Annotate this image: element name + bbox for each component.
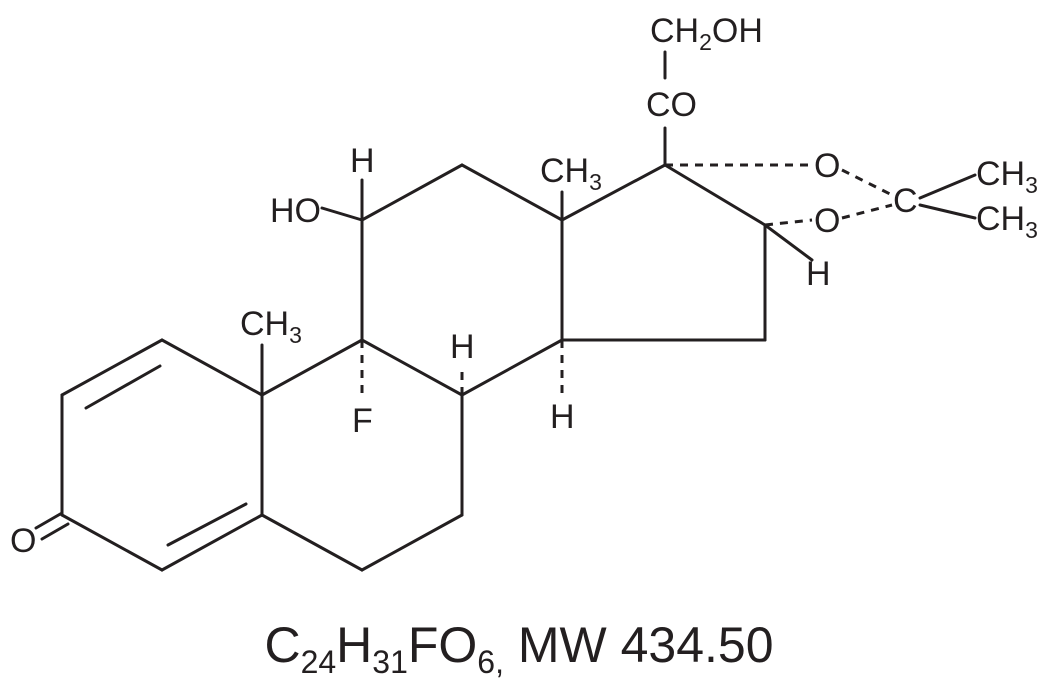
hashed-bonds: [360, 163, 893, 400]
ring-a: [34, 338, 264, 572]
atom-labels: CH2OH CO CH3 CH3 H HO F H H H O O C CH3 …: [10, 12, 1038, 560]
ring-d: [560, 163, 767, 342]
substituent-bonds: [260, 50, 977, 397]
ketal-oxygen-upper-label: O: [814, 147, 840, 185]
ring-b: [260, 338, 464, 572]
ketal-methyl-upper-label: CH3: [976, 155, 1038, 198]
ketal-methyl-lower-label: CH3: [976, 200, 1038, 243]
h-16-label: H: [806, 255, 831, 293]
h-11-label: H: [350, 142, 375, 180]
ketal-carbon-label: C: [893, 182, 918, 220]
molecular-formula-caption: C24H31FO6, MW 434.50: [264, 617, 773, 680]
hydroxymethyl-label: CH2OH: [650, 12, 763, 55]
ketone-oxygen-label: O: [10, 522, 36, 560]
h-8-label: H: [450, 328, 475, 366]
methyl-10-label: CH3: [240, 305, 302, 348]
carbonyl-label: CO: [646, 86, 697, 124]
methyl-13-label: CH3: [540, 152, 602, 195]
ring-c: [360, 163, 564, 397]
ketal-oxygen-lower-label: O: [814, 202, 840, 240]
hydroxyl-11-label: HO: [270, 192, 321, 230]
h-14-label: H: [550, 398, 575, 436]
fluoro-9-label: F: [352, 402, 373, 440]
